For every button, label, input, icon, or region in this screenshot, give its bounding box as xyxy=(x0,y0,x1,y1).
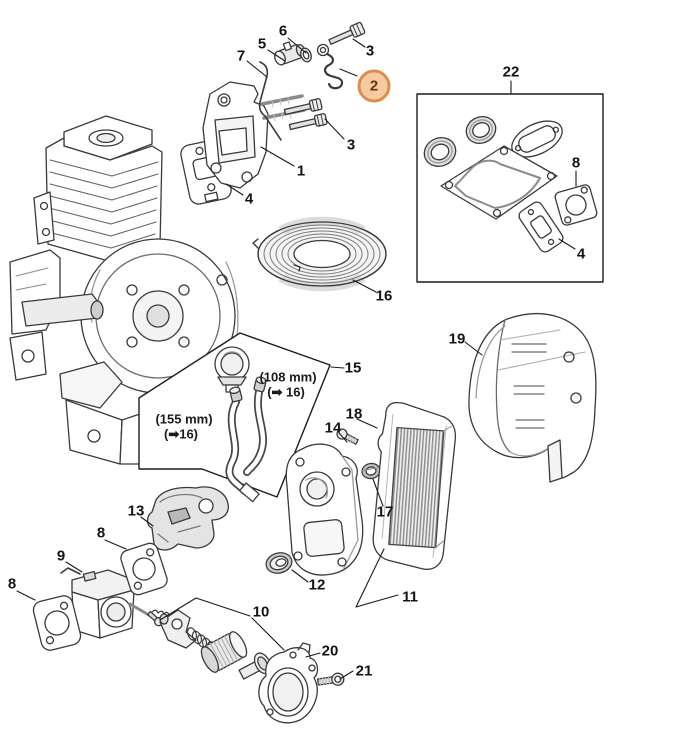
callout-part-14[interactable]: 14 xyxy=(324,419,342,437)
callout-part-11[interactable]: 11 xyxy=(402,588,418,606)
callout-part-8-upper[interactable]: 8 xyxy=(96,524,106,542)
fuel-line-short-length: (108 mm) xyxy=(259,369,317,385)
part-16-fuel-line-coil xyxy=(252,216,387,292)
callout-part-20[interactable]: 20 xyxy=(321,642,339,660)
callout-part-9[interactable]: 9 xyxy=(56,547,66,565)
callout-part-17[interactable]: 17 xyxy=(376,503,394,521)
part-3-screw-top xyxy=(328,21,366,45)
callout-part-18[interactable]: 18 xyxy=(345,405,363,423)
leader-lines xyxy=(16,37,577,680)
part-8-gasket-lower xyxy=(32,595,82,651)
callout-part-1[interactable]: 1 xyxy=(296,162,306,180)
callout-part-15[interactable]: 15 xyxy=(344,359,362,377)
part-13-intake-manifold xyxy=(146,486,229,551)
callout-part-19[interactable]: 19 xyxy=(448,330,466,348)
part-2-choke-lever xyxy=(316,43,344,90)
callout-part-16[interactable]: 16 xyxy=(375,287,393,305)
callout-part-3-lower[interactable]: 3 xyxy=(346,136,356,154)
callout-part-4-upper[interactable]: 4 xyxy=(244,190,254,208)
part-14-screw xyxy=(336,428,359,445)
part-1-carrier-bracket xyxy=(202,81,306,189)
callout-part-10[interactable]: 10 xyxy=(252,603,270,621)
callout-part-3-top[interactable]: 3 xyxy=(365,42,375,60)
part-15-fuel-line-kit xyxy=(138,332,331,503)
part-12-plug xyxy=(265,552,293,574)
part-10-primer-assembly xyxy=(147,609,272,680)
callout-part-2-highlighted[interactable]: 2 xyxy=(357,69,391,103)
part-7-spring-wire xyxy=(258,61,282,141)
callout-part-6[interactable]: 6 xyxy=(278,22,288,40)
part-21-screw xyxy=(316,672,345,686)
part-8-gasket-upper xyxy=(120,542,168,596)
part-3-screws-lower xyxy=(283,98,328,131)
fuel-line-short-ref: (➡ 16) xyxy=(267,384,305,400)
part-18-air-filter xyxy=(372,401,456,570)
part-22-gasket-set xyxy=(416,93,604,283)
callout-part-5[interactable]: 5 xyxy=(257,35,267,53)
callout-part-7[interactable]: 7 xyxy=(236,47,246,65)
callout-part-13[interactable]: 13 xyxy=(127,502,145,520)
part-6-washer xyxy=(300,47,312,63)
callout-part-22[interactable]: 22 xyxy=(502,63,520,81)
fuel-line-long-ref: (➡16) xyxy=(163,426,199,442)
callout-part-12[interactable]: 12 xyxy=(308,576,326,594)
fuel-line-long-length: (155 mm) xyxy=(155,411,213,427)
part-19-filter-cover xyxy=(468,313,597,483)
part-17-nut xyxy=(361,462,381,480)
callout-part-8-in-set[interactable]: 8 xyxy=(571,154,581,172)
callout-part-4-in-set[interactable]: 4 xyxy=(576,245,586,263)
callout-part-8-lower[interactable]: 8 xyxy=(7,575,17,593)
part-11-filter-housing xyxy=(285,443,364,576)
callout-part-21[interactable]: 21 xyxy=(355,662,373,680)
part-20-cover-plate xyxy=(258,642,319,724)
